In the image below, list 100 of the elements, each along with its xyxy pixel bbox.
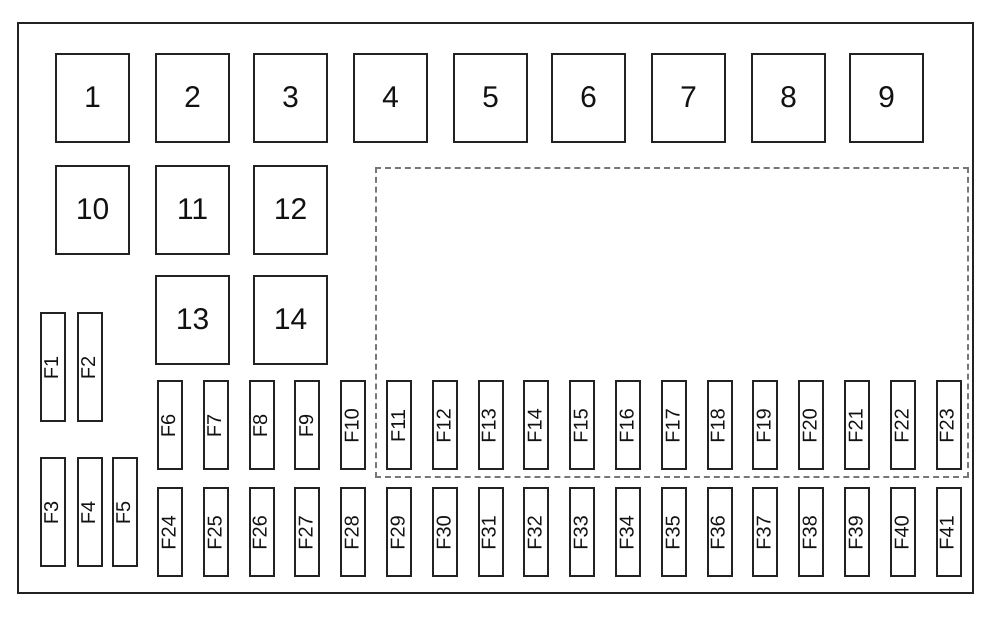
fuse-slot	[202, 487, 229, 577]
fuse-label: F34	[616, 514, 640, 550]
fuse-label: F10	[342, 408, 365, 442]
fuse-label: F6	[158, 413, 182, 437]
fuse-slot	[660, 487, 687, 577]
fuse-label: F9	[296, 413, 319, 437]
fuse-label: F24	[158, 514, 182, 550]
fuse-slot	[569, 380, 596, 470]
fuse-slot	[706, 380, 733, 470]
dashed-area-outline	[375, 167, 969, 478]
fuse-label: F23	[937, 408, 960, 442]
fuse-label: F12	[433, 408, 456, 442]
fuse-label: F31	[479, 514, 502, 550]
fuse-slot	[340, 487, 366, 577]
fuse-label: F13	[479, 408, 502, 442]
fuse-label: F22	[891, 408, 914, 442]
fuse-label: F15	[570, 408, 594, 442]
fuse-label: F38	[800, 514, 823, 550]
fuse-label: F28	[342, 514, 365, 550]
fuse-label: F21	[846, 408, 868, 442]
relay-socket	[353, 53, 428, 143]
relay-socket	[55, 53, 130, 143]
fuse-label: F1	[42, 355, 64, 379]
fuse-slot	[523, 380, 550, 470]
fuse-slot	[890, 487, 916, 577]
fuse-slot	[752, 487, 778, 577]
fuse-slot	[157, 380, 183, 470]
fuse-label: F33	[570, 514, 594, 550]
fuse-slot	[569, 487, 596, 577]
fuse-label: F40	[891, 514, 914, 550]
relay-number: 7	[680, 81, 697, 115]
fuse-slot	[752, 380, 778, 470]
relay-socket	[551, 53, 626, 143]
fuse-slot	[523, 487, 550, 577]
fuse-slot	[478, 380, 504, 470]
relay-socket	[651, 53, 726, 143]
fuse-slot	[77, 457, 103, 567]
fuse-label: F32	[524, 514, 548, 550]
fuse-label: F16	[616, 408, 640, 442]
relay-socket	[751, 53, 826, 143]
fuse-slot	[890, 380, 916, 470]
fuse-slot	[77, 312, 103, 422]
fuse-slot	[340, 380, 366, 470]
fuse-label: F7	[204, 413, 228, 437]
fuse-label: F25	[204, 514, 228, 550]
relay-socket	[253, 275, 328, 365]
relay-number: 9	[878, 81, 895, 115]
relay-number: 3	[282, 81, 299, 115]
fuse-slot	[844, 487, 870, 577]
relay-number: 4	[382, 81, 399, 115]
relay-number: 8	[780, 81, 797, 115]
relay-number: 5	[482, 81, 499, 115]
fuse-slot	[936, 380, 962, 470]
fuse-slot	[112, 457, 138, 567]
fuse-label: F27	[296, 514, 319, 550]
relay-socket	[155, 165, 230, 255]
relay-number: 14	[274, 303, 308, 337]
fuse-label: F20	[800, 408, 823, 442]
fuse-slot	[706, 487, 733, 577]
fuse-slot	[798, 487, 824, 577]
fuse-slot	[202, 380, 229, 470]
fuse-label: F26	[250, 514, 274, 550]
fuse-slot	[248, 487, 275, 577]
fuse-slot	[294, 487, 320, 577]
fuse-slot	[386, 487, 412, 577]
fuse-label: F14	[524, 408, 548, 442]
fuse-slot	[40, 457, 66, 567]
fuse-slot	[432, 380, 458, 470]
relay-socket	[253, 165, 328, 255]
relay-socket	[849, 53, 924, 143]
fuse-slot	[248, 380, 275, 470]
relay-number: 2	[184, 81, 201, 115]
fuse-slot	[294, 380, 320, 470]
fuse-label: F4	[78, 500, 102, 524]
relay-socket	[155, 53, 230, 143]
fuse-label: F37	[754, 514, 777, 550]
fuse-label: F5	[114, 500, 136, 524]
fuse-slot	[798, 380, 824, 470]
fuse-slot	[936, 487, 962, 577]
fuse-label: F11	[388, 408, 410, 442]
fuse-label: F8	[250, 413, 274, 437]
fuse-label: F39	[846, 514, 868, 550]
relay-number: 11	[176, 193, 208, 227]
fuse-label: F3	[42, 500, 64, 524]
relay-number: 10	[76, 193, 110, 227]
fuse-label: F41	[937, 514, 960, 550]
fuse-label: F36	[708, 514, 732, 550]
fuse-label: F35	[662, 514, 686, 550]
relay-number: 12	[274, 193, 308, 227]
relay-socket	[253, 53, 328, 143]
relay-number: 1	[84, 81, 101, 115]
fuse-slot	[615, 380, 641, 470]
relay-number: 6	[580, 81, 597, 115]
fuse-slot	[615, 487, 641, 577]
fuse-label: F29	[388, 514, 410, 550]
fuse-label: F2	[78, 355, 102, 379]
fuse-slot	[40, 312, 66, 422]
relay-socket	[453, 53, 528, 143]
fuse-slot	[157, 487, 183, 577]
fuse-slot	[386, 380, 412, 470]
